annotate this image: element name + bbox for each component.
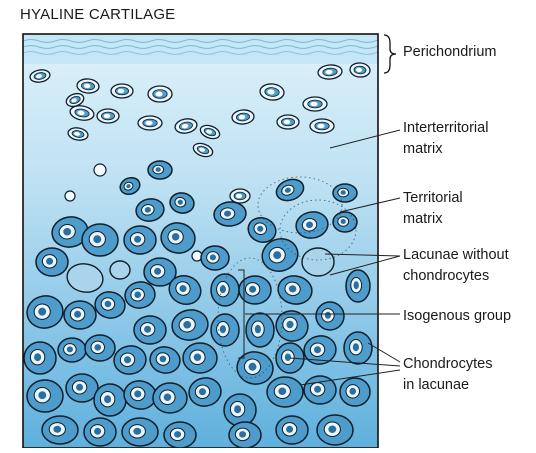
chondrocyte-in-lacuna (333, 184, 357, 202)
chondrocyte-in-lacuna (66, 374, 98, 402)
label-chondrocytes-in-lacunae: Chondrocytes in lacunae (403, 354, 492, 396)
empty-lacuna (65, 191, 75, 201)
chondrocyte-flat (97, 109, 119, 123)
chondrocyte-in-lacuna (211, 314, 239, 346)
chondrocyte-in-lacuna (134, 316, 166, 344)
chondrocyte-in-lacuna (153, 383, 187, 413)
chondrocyte-in-lacuna (27, 380, 63, 412)
chondrocyte-in-lacuna (84, 418, 116, 446)
chondrocyte-in-lacuna (246, 313, 274, 347)
empty-lacuna (302, 248, 334, 276)
chondrocyte-in-lacuna (317, 415, 353, 445)
chondrocyte-in-lacuna (64, 301, 96, 329)
chondrocyte-in-lacuna (346, 270, 370, 302)
chondrocyte-in-lacuna (224, 394, 256, 426)
chondrocyte-in-lacuna (94, 384, 126, 416)
perichondrium-layer (23, 34, 391, 64)
chondrocyte-in-lacuna (164, 422, 196, 448)
chondrocyte-flat (138, 116, 162, 130)
chondrocyte-in-lacuna (276, 416, 308, 444)
chondrocyte-flat (111, 84, 133, 98)
chondrocyte-flat (310, 119, 334, 133)
chondrocyte-in-lacuna (148, 161, 172, 179)
chondrocyte-in-lacuna (58, 338, 86, 362)
chondrocyte-flat (230, 189, 250, 203)
chondrocyte-in-lacuna (201, 246, 229, 270)
label-isogenous-group: Isogenous group (403, 306, 511, 327)
empty-lacuna (110, 261, 130, 279)
chondrocyte-flat (148, 86, 172, 102)
chondrocyte-flat (303, 97, 327, 111)
chondrocyte-in-lacuna (82, 224, 118, 256)
label-territorial-matrix: Territorial matrix (403, 188, 463, 230)
chondrocyte-in-lacuna (229, 422, 261, 448)
perichondrium-bracket (384, 35, 396, 73)
chondrocyte-in-lacuna (122, 418, 158, 446)
label-perichondrium: Perichondrium (403, 42, 497, 63)
label-interterritorial-matrix: Interterritorial matrix (403, 118, 488, 160)
empty-lacuna (94, 164, 106, 176)
chondrocyte-in-lacuna (85, 335, 115, 361)
chondrocyte-in-lacuna (344, 332, 372, 364)
diagram-title: HYALINE CARTILAGE (20, 6, 175, 23)
chondrocyte-in-lacuna (211, 274, 239, 306)
chondrocyte-in-lacuna (183, 343, 217, 373)
chondrocyte-in-lacuna (316, 302, 344, 330)
chondrocyte-in-lacuna (24, 342, 56, 374)
chondrocyte-in-lacuna (340, 378, 370, 406)
label-lacunae-without-chondrocytes: Lacunae without chondrocytes (403, 245, 509, 287)
chondrocyte-in-lacuna (124, 226, 156, 254)
chondrocyte-in-lacuna (36, 248, 68, 276)
chondrocyte-in-lacuna (267, 377, 303, 407)
chondrocyte-in-lacuna (333, 212, 357, 232)
chondrocyte-flat (277, 115, 299, 129)
chondrocyte-in-lacuna (42, 416, 78, 444)
